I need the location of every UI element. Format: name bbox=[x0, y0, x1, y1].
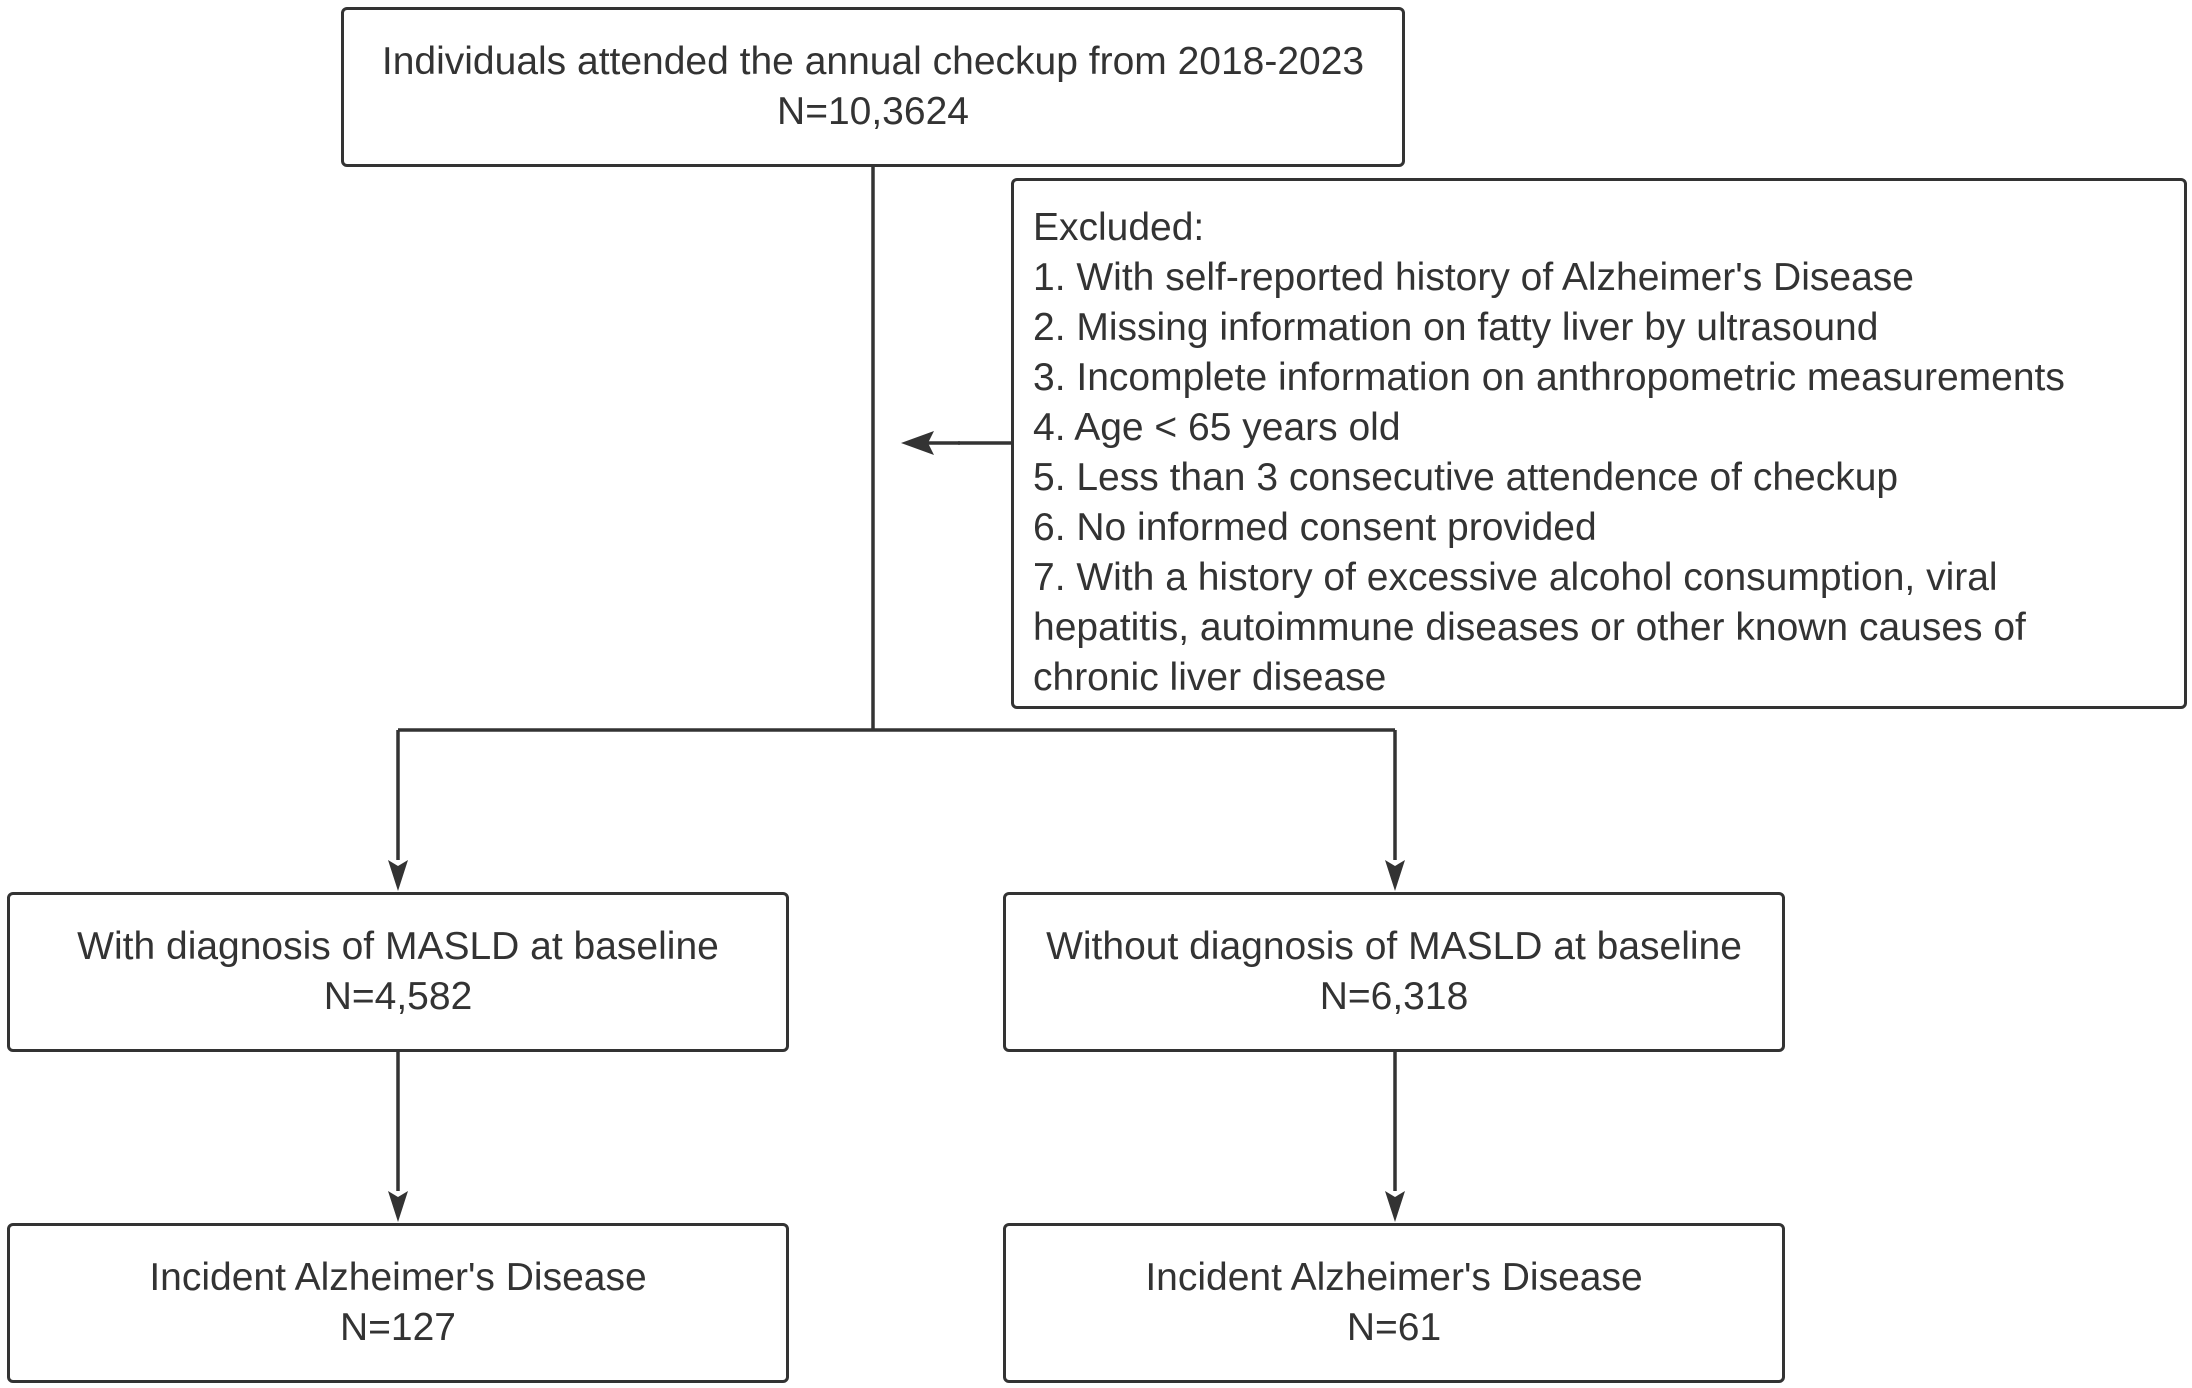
exclusion-criterion-5: 5. Less than 3 consecutive attendence of… bbox=[1033, 456, 1899, 499]
branch-left-arrowhead bbox=[388, 860, 408, 891]
enrollment-description: Individuals attended the annual checkup … bbox=[381, 40, 1365, 83]
enrollment-box: Individuals attended the annual checkup … bbox=[341, 7, 1405, 167]
exclusion-title: Excluded: bbox=[1033, 206, 1205, 249]
masld-outcome-box: Incident Alzheimer's Disease N=127 bbox=[7, 1223, 789, 1383]
outcome-right-arrowhead bbox=[1385, 1191, 1405, 1222]
exclusion-criterion-6: 6. No informed consent provided bbox=[1033, 506, 1597, 549]
exclusion-criterion-7-line-2: hepatitis, autoimmune diseases or other … bbox=[1033, 606, 2026, 649]
no-masld-group-count: N=6,318 bbox=[1319, 975, 1469, 1018]
exclusion-criterion-7-line-1: 7. With a history of excessive alcohol c… bbox=[1033, 556, 1998, 599]
enrollment-count: N=10,3624 bbox=[777, 90, 969, 133]
no-masld-outcome-count: N=61 bbox=[1346, 1306, 1442, 1349]
no-masld-group-box: Without diagnosis of MASLD at baseline N… bbox=[1003, 892, 1785, 1052]
masld-group-box: With diagnosis of MASLD at baseline N=4,… bbox=[7, 892, 789, 1052]
branch-right-arrowhead bbox=[1385, 860, 1405, 891]
exclusion-criterion-4: 4. Age < 65 years old bbox=[1033, 406, 1401, 449]
no-masld-outcome-box: Incident Alzheimer's Disease N=61 bbox=[1003, 1223, 1785, 1383]
no-masld-outcome-label: Incident Alzheimer's Disease bbox=[1145, 1256, 1643, 1299]
masld-group-count: N=4,582 bbox=[323, 975, 473, 1018]
exclusion-arrowhead bbox=[901, 431, 934, 455]
no-masld-group-label: Without diagnosis of MASLD at baseline bbox=[1046, 925, 1742, 968]
outcome-left-arrowhead bbox=[388, 1191, 408, 1222]
exclusion-box: Excluded: 1. With self-reported history … bbox=[1011, 178, 2187, 709]
exclusion-criterion-1: 1. With self-reported history of Alzheim… bbox=[1033, 256, 1914, 299]
masld-outcome-count: N=127 bbox=[339, 1306, 456, 1349]
exclusion-criterion-2: 2. Missing information on fatty liver by… bbox=[1033, 306, 1879, 349]
masld-outcome-label: Incident Alzheimer's Disease bbox=[149, 1256, 647, 1299]
masld-group-label: With diagnosis of MASLD at baseline bbox=[77, 925, 719, 968]
exclusion-criterion-7-line-3: chronic liver disease bbox=[1033, 656, 1387, 699]
exclusion-criterion-3: 3. Incomplete information on anthropomet… bbox=[1033, 356, 2065, 399]
